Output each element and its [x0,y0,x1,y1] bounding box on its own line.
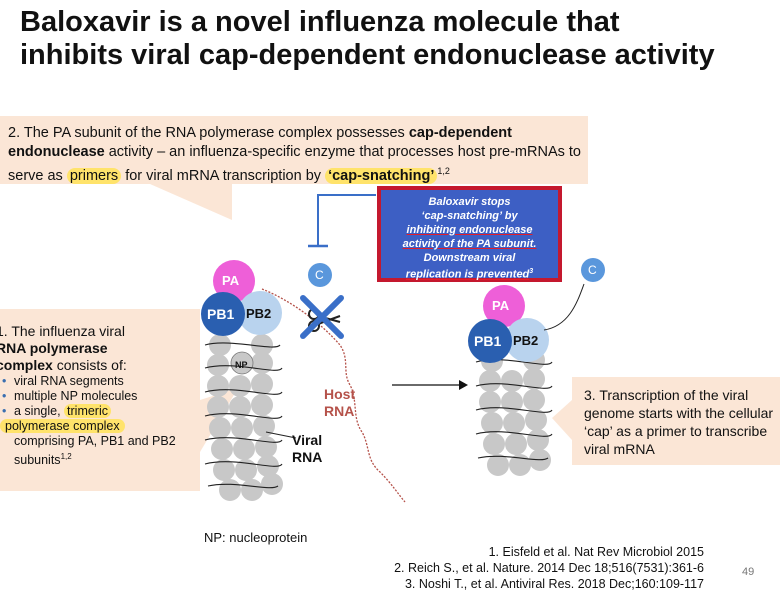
left-np-stack [207,334,283,501]
left-pb1-subunit [201,292,245,336]
callout-transcription: 3. Transcription of the viral genome sta… [572,377,780,465]
left-pb1-label: PB1 [207,306,235,322]
list-item: a single, trimeric polymerase complex co… [0,404,196,468]
title-line-2: inhibits viral cap-dependent endonucleas… [20,39,715,71]
left-cap [308,263,332,287]
title-line-1: Baloxavir is a novel influenza molecule … [20,6,620,38]
cap-snatching-highlight: ‘cap-snatching’ [325,167,438,184]
callout-2-tail [150,184,232,220]
callout-3-tail [552,400,572,440]
primers-highlight: primers [66,167,122,184]
right-pb1-subunit [468,319,512,363]
np-label: NP [235,360,248,370]
slide-title: Baloxavir is a novel influenza molecule … [20,6,780,72]
viral-rna-pointer [265,431,297,439]
left-pa-label: PA [222,273,240,288]
list-item: viral RNA segments [2,374,196,389]
right-pb1-label: PB1 [474,333,502,349]
block-cross-icon [300,295,344,339]
list-item: multiple NP molecules [2,389,196,404]
right-cap-label: C [588,263,597,277]
np-marker [230,351,254,375]
left-cap-label: C [315,268,324,282]
right-pa-label: PA [492,298,510,313]
reference-2: 2. Reich S., et al. Nature. 2014 Dec 18;… [394,561,704,575]
right-viral-rna-helix [475,359,553,461]
right-cap-strand [543,283,585,331]
reference-1: 1. Eisfeld et al. Nat Rev Microbiol 2015 [488,545,704,559]
inhibition-line [317,194,376,246]
right-pb2-subunit [505,318,549,362]
left-viral-rna-helix [204,342,283,489]
callout-pa-subunit: 2. The PA subunit of the RNA polymerase … [0,116,588,184]
left-pb2-label: PB2 [246,306,272,321]
left-pa-subunit [213,260,255,302]
right-cap [581,258,605,282]
baloxavir-mechanism-box: Baloxavir stops ‘cap-snatching’ by inhib… [377,186,562,282]
left-pb2-subunit [238,291,282,335]
right-pa-subunit [483,285,525,327]
reference-3: 3. Noshi T., et al. Antiviral Res. 2018 … [404,577,704,591]
callout-polymerase-complex: 1. The influenza viral RNA polymerase co… [0,309,200,491]
transition-arrow-head [459,380,468,390]
host-rna-strand [261,288,406,503]
right-pb2-label: PB2 [513,333,539,348]
polymerase-component-list: viral RNA segments multiple NP molecules… [0,374,196,468]
np-footnote: NP: nucleoprotein [204,530,308,545]
page-number: 49 [742,566,755,578]
